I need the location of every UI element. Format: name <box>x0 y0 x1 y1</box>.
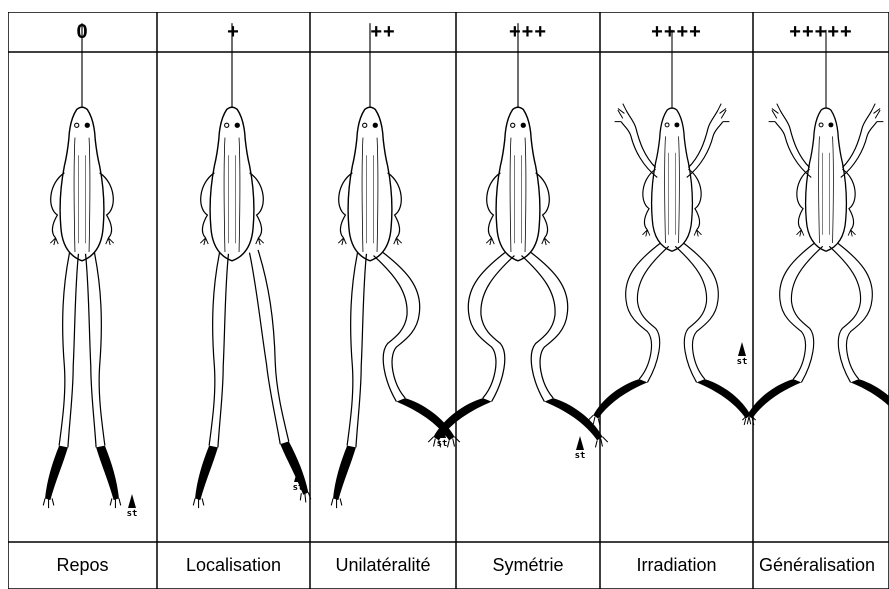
score-header: 0 <box>8 12 157 52</box>
arrow-up-icon <box>738 342 746 356</box>
column-symetrie: +++ Symétrie <box>456 12 600 589</box>
column-irradiation: ++++ Irradiation <box>600 12 753 589</box>
phase-label: Irradiation <box>600 542 753 589</box>
score-header: +++ <box>456 12 600 52</box>
score-header: + <box>157 12 310 52</box>
score-header: ++ <box>310 12 456 52</box>
phase-label: Repos <box>8 542 157 589</box>
arrow-up-icon <box>128 494 136 508</box>
column-unilateralite: ++ Unilatéralité <box>310 12 456 589</box>
stimulus-label: st <box>575 451 586 461</box>
stimulus-label: st <box>127 509 138 519</box>
stimulus-marker: st <box>120 494 144 519</box>
phase-label: Généralisation <box>753 542 889 589</box>
stimulus-label: st <box>737 357 748 367</box>
stimulus-marker: st <box>568 436 592 461</box>
stimulus-marker: st <box>286 468 310 493</box>
phase-label: Symétrie <box>456 542 600 589</box>
stimulus-label: st <box>437 439 448 449</box>
arrow-up-icon <box>438 424 446 438</box>
phase-label: Unilatéralité <box>310 542 456 589</box>
stimulus-marker: st <box>430 424 454 449</box>
stimulus-label: st <box>293 483 304 493</box>
arrow-up-icon <box>576 436 584 450</box>
stimulus-marker: st <box>730 342 754 367</box>
column-generalisation: +++++ Généralisation <box>753 12 889 589</box>
score-header: +++++ <box>753 12 889 52</box>
score-header: ++++ <box>600 12 753 52</box>
phase-label: Localisation <box>157 542 310 589</box>
column-localisation: + Localisation <box>157 12 310 589</box>
arrow-up-icon <box>294 468 302 482</box>
reflex-score-figure: 0 Repos + Localisation ++ Unilatéralité … <box>8 12 889 589</box>
